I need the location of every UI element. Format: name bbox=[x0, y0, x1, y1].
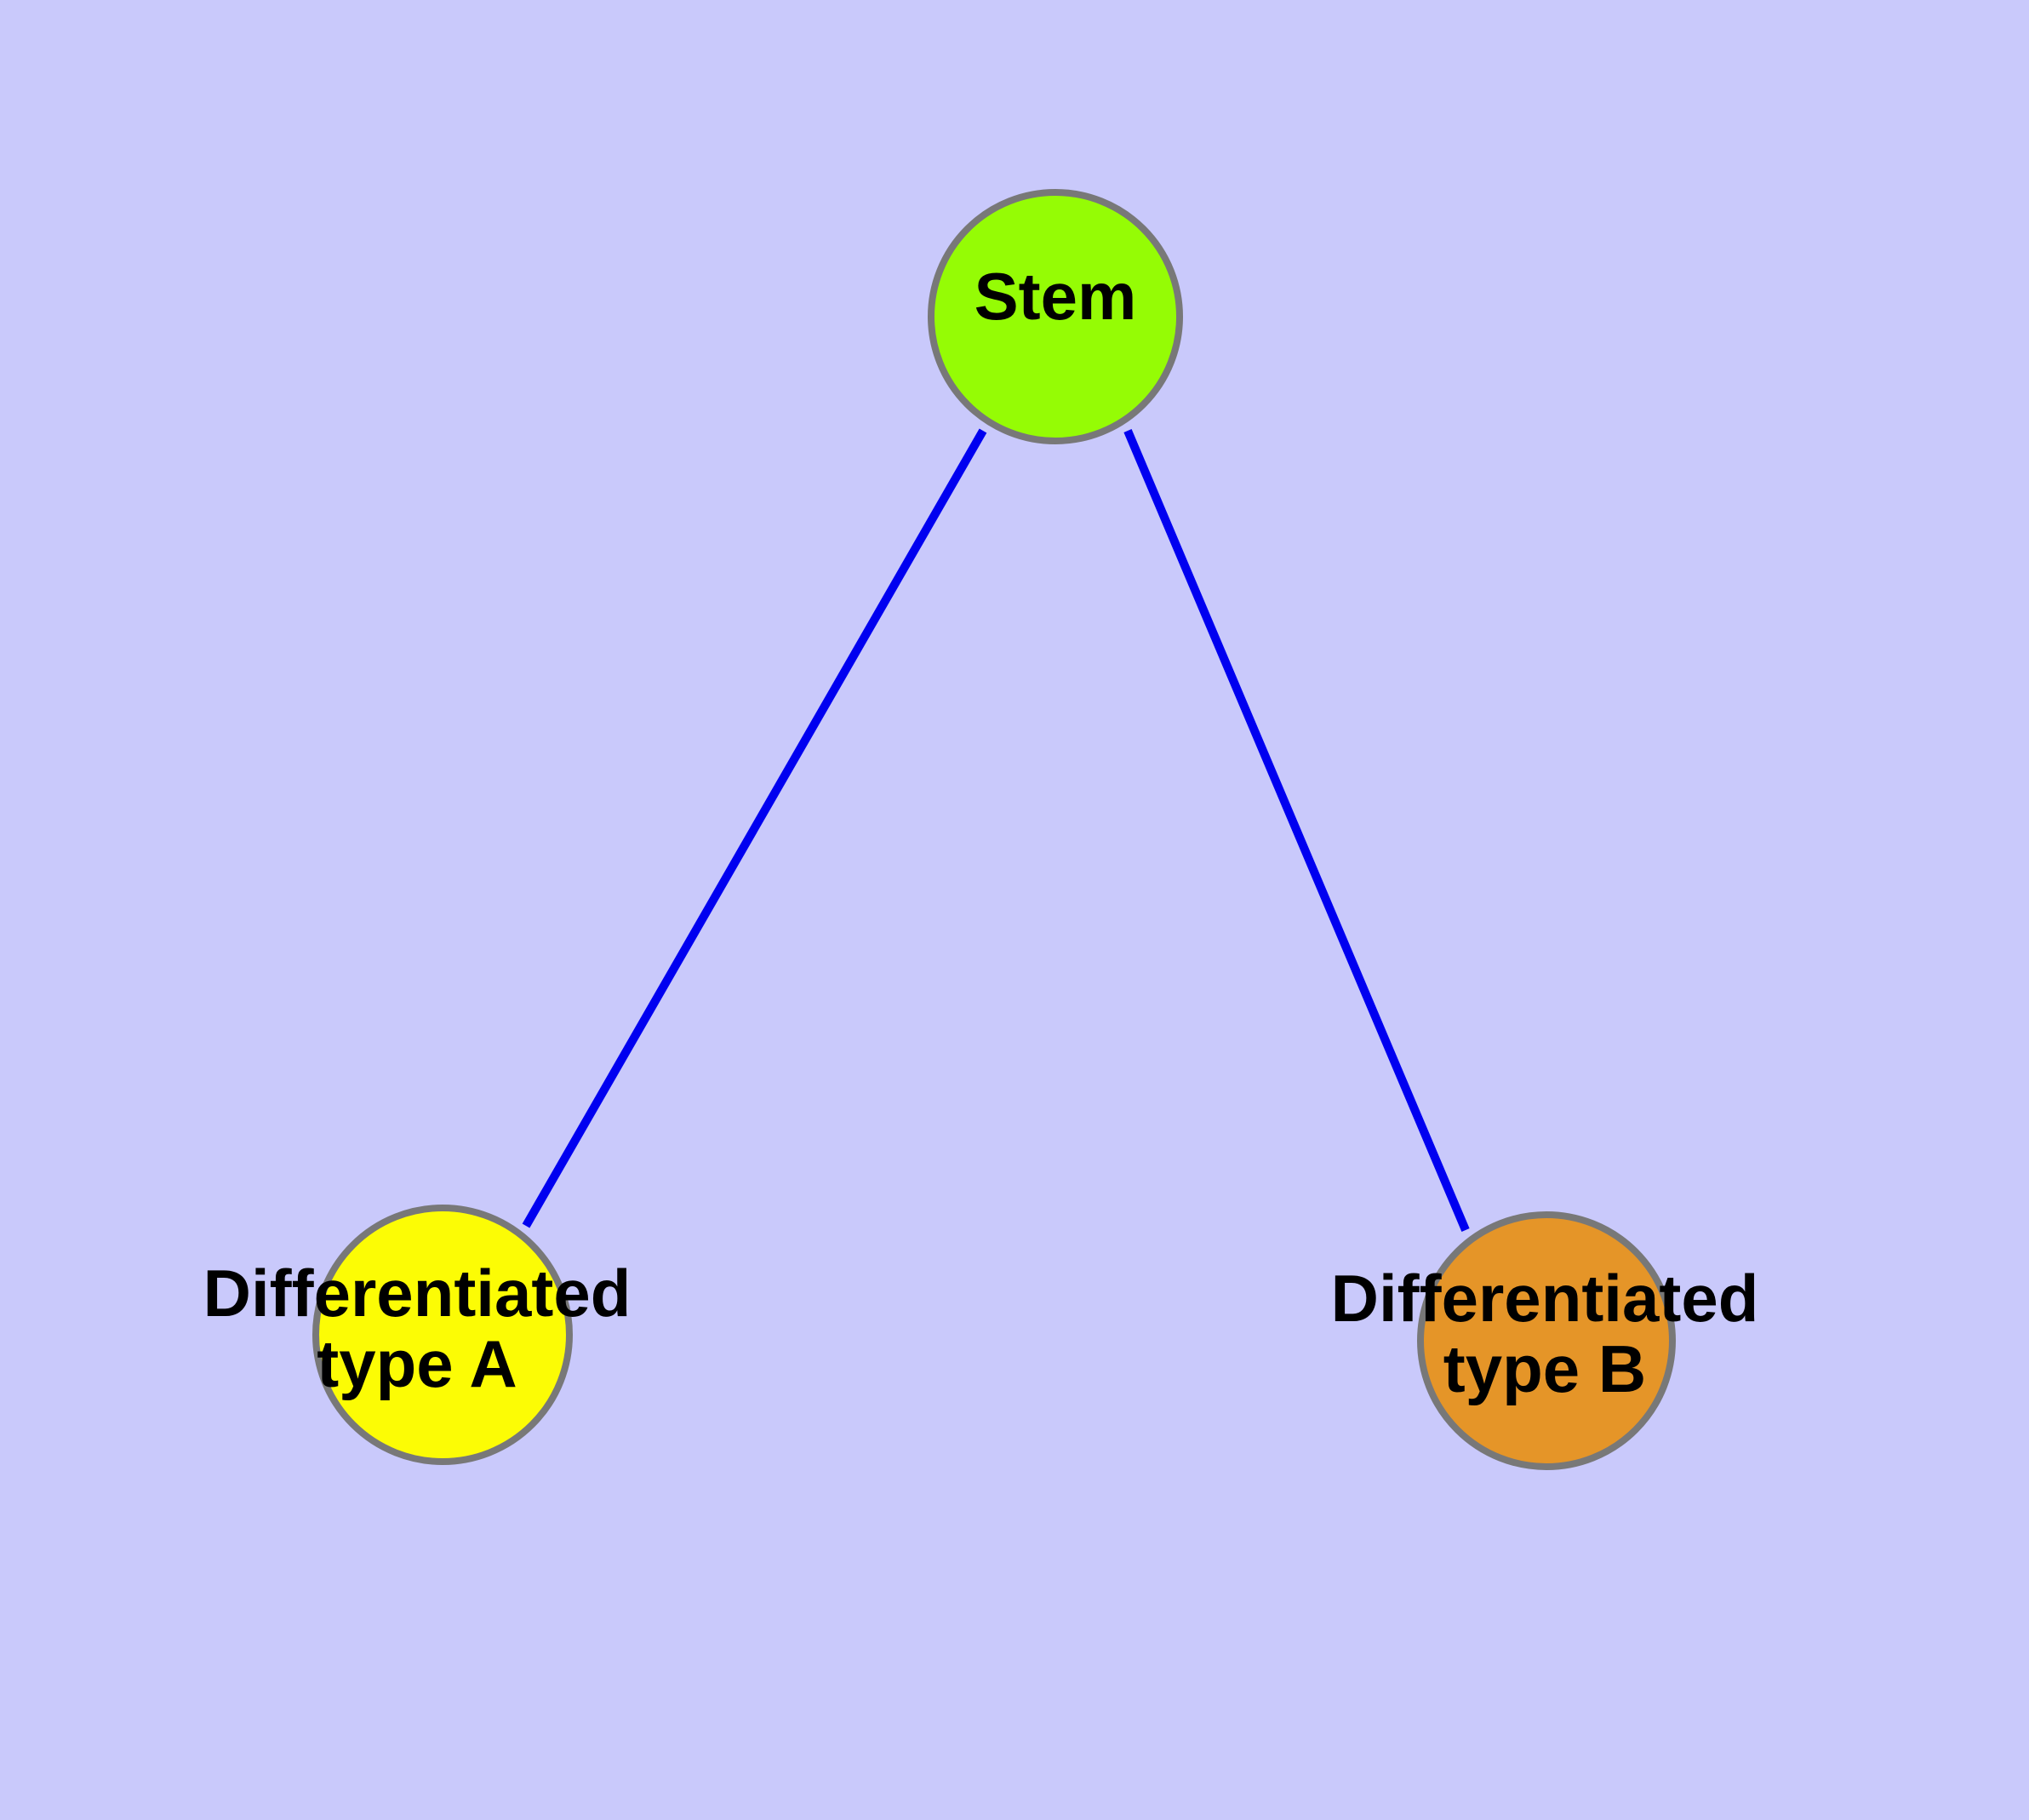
edge-stem-to-type-a bbox=[522, 428, 987, 1228]
edge-stem-to-type-b bbox=[1123, 429, 1470, 1232]
node-differentiated-type-b[interactable] bbox=[1417, 1211, 1676, 1470]
node-stem[interactable] bbox=[928, 189, 1183, 444]
node-differentiated-type-a[interactable] bbox=[312, 1205, 573, 1465]
